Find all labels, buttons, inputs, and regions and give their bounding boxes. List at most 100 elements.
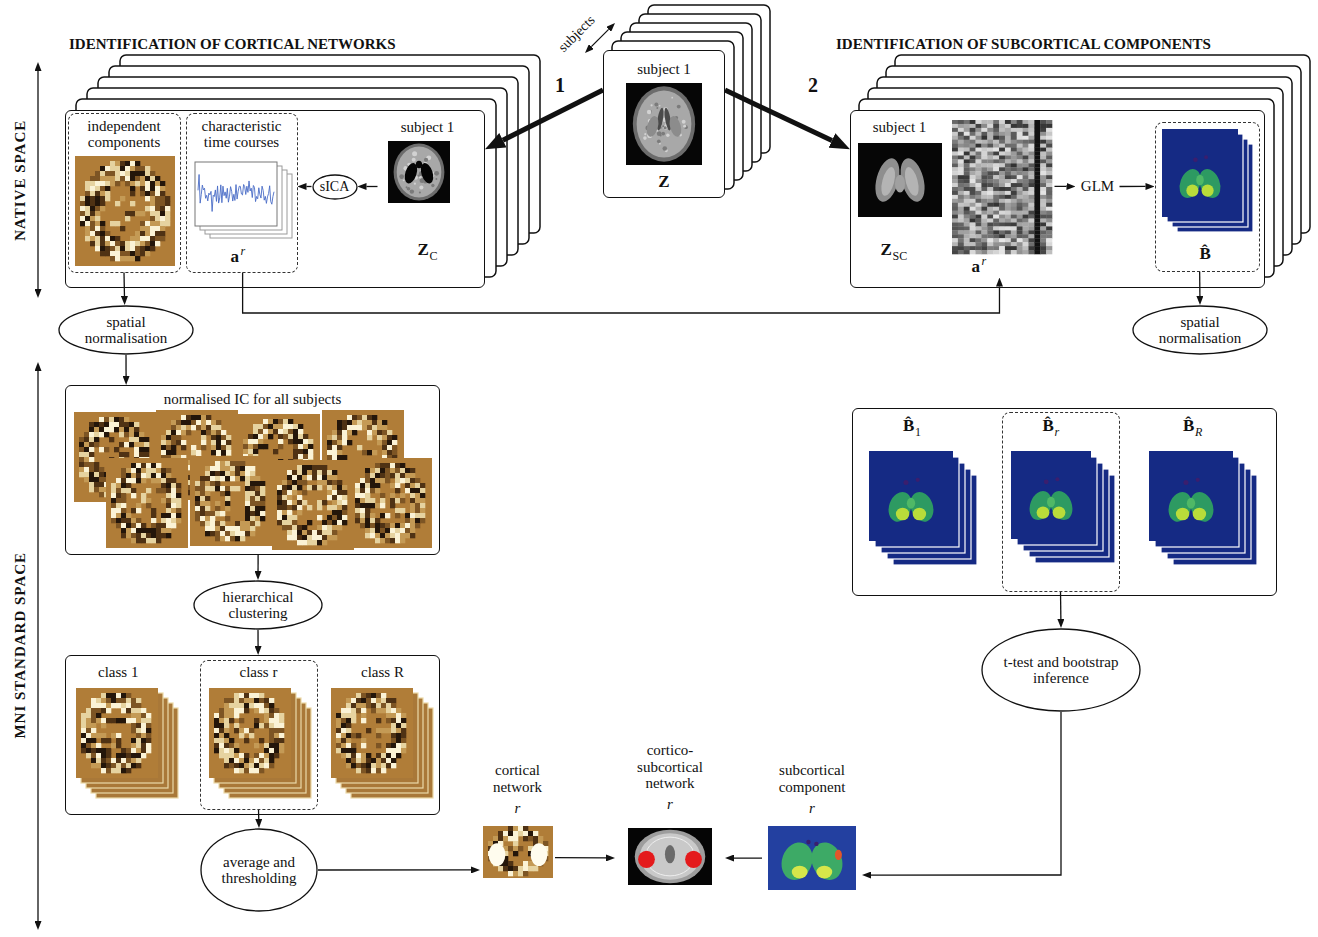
map-pixel — [136, 518, 141, 523]
matrix-cell — [952, 214, 958, 218]
map-pixel — [387, 450, 392, 455]
map-pixel — [362, 420, 367, 425]
map-pixel — [115, 171, 120, 176]
matrix-cell — [975, 183, 981, 187]
map-pixel — [196, 420, 201, 425]
matrix-cell — [1040, 167, 1046, 171]
matrix-cell — [1016, 246, 1022, 250]
map-pixel — [90, 241, 95, 246]
map-pixel — [273, 419, 278, 424]
map-pixel — [99, 467, 104, 472]
results-panel: normalised IC for all subjects — [65, 385, 440, 555]
map-pixel — [282, 525, 287, 530]
matrix-cell — [1022, 190, 1028, 194]
matrix-cell — [1046, 127, 1052, 131]
matrix-cell — [952, 135, 958, 139]
map-pixel — [130, 256, 135, 261]
map-pixel — [287, 485, 292, 490]
map-pixel — [111, 508, 116, 513]
map-pixel — [121, 528, 126, 533]
map-pixel — [109, 417, 114, 422]
map-pixel — [253, 424, 258, 429]
matrix-cell — [969, 187, 975, 191]
map-pixel — [140, 176, 145, 181]
map-pixel — [302, 530, 307, 535]
map-pixel — [201, 415, 206, 420]
map-pixel — [130, 236, 135, 241]
map-pixel — [297, 480, 302, 485]
matrix-cell — [963, 222, 969, 226]
tissue-speck — [683, 125, 686, 128]
matrix-cell — [1028, 147, 1034, 151]
map-pixel — [302, 470, 307, 475]
map-pixel — [288, 429, 293, 434]
map-pixel — [111, 493, 116, 498]
map-pixel — [201, 435, 206, 440]
matrix-cell — [969, 226, 975, 230]
map-pixel — [100, 241, 105, 246]
map-pixel — [115, 176, 120, 181]
matrix-cell — [1034, 187, 1040, 191]
matrix-cell — [1022, 179, 1028, 183]
map-pixel — [145, 196, 150, 201]
map-pixel — [255, 511, 260, 516]
flow-arrow — [257, 555, 258, 571]
matrix-cell — [1016, 210, 1022, 214]
subcortical-mask — [878, 165, 897, 197]
map-pixel — [84, 477, 89, 482]
map-pixel — [240, 526, 245, 531]
map-pixel — [277, 510, 282, 515]
matrix-cell — [999, 167, 1005, 171]
map-pixel — [151, 473, 156, 478]
matrix-cell — [993, 155, 999, 159]
map-pixel — [205, 521, 210, 526]
map-pixel — [111, 518, 116, 523]
map-pixel — [277, 505, 282, 510]
map-pixel — [120, 196, 125, 201]
map-pixel — [136, 523, 141, 528]
map-pixel — [176, 483, 181, 488]
map-pixel — [115, 236, 120, 241]
map-pixel — [116, 513, 121, 518]
matrix-cell — [957, 127, 963, 131]
matrix-cell — [1040, 198, 1046, 202]
matrix-cell — [1028, 190, 1034, 194]
map-pixel — [156, 473, 161, 478]
map-pixel — [100, 251, 105, 256]
map-pixel — [220, 491, 225, 496]
map-pixel — [130, 171, 135, 176]
matrix-cell — [987, 167, 993, 171]
matrix-cell — [1004, 171, 1010, 175]
matrix-cell — [1040, 135, 1046, 139]
map-pixel — [278, 444, 283, 449]
matrix-cell — [975, 214, 981, 218]
matrix-cell — [1004, 198, 1010, 202]
map-blob — [1175, 166, 1204, 201]
matrix-cell — [999, 163, 1005, 167]
matrix-cell — [1028, 230, 1034, 234]
matrix-cell — [1034, 194, 1040, 198]
map-pixel — [377, 435, 382, 440]
map-pixel — [85, 221, 90, 226]
matrix-cell — [1040, 171, 1046, 175]
matrix-cell — [1040, 120, 1046, 124]
map-pixel — [141, 538, 146, 543]
matrix-cell — [1046, 151, 1052, 155]
map-pixel — [245, 506, 250, 511]
matrix-cell — [1028, 179, 1034, 183]
matrix-cell — [999, 183, 1005, 187]
matrix-cell — [1046, 167, 1052, 171]
map-pixel — [181, 440, 186, 445]
matrix-cell — [1046, 155, 1052, 159]
matrix-cell — [987, 179, 993, 183]
map-pixel — [110, 236, 115, 241]
process-label: GLM — [1080, 178, 1115, 195]
map-pixel — [337, 480, 342, 485]
map-pixel — [243, 439, 248, 444]
matrix-cell — [1010, 151, 1016, 155]
map-pixel — [95, 181, 100, 186]
map-pixel — [245, 496, 250, 501]
matrix-cell — [975, 151, 981, 155]
map-pixel — [195, 486, 200, 491]
matrix-cell — [1046, 120, 1052, 124]
